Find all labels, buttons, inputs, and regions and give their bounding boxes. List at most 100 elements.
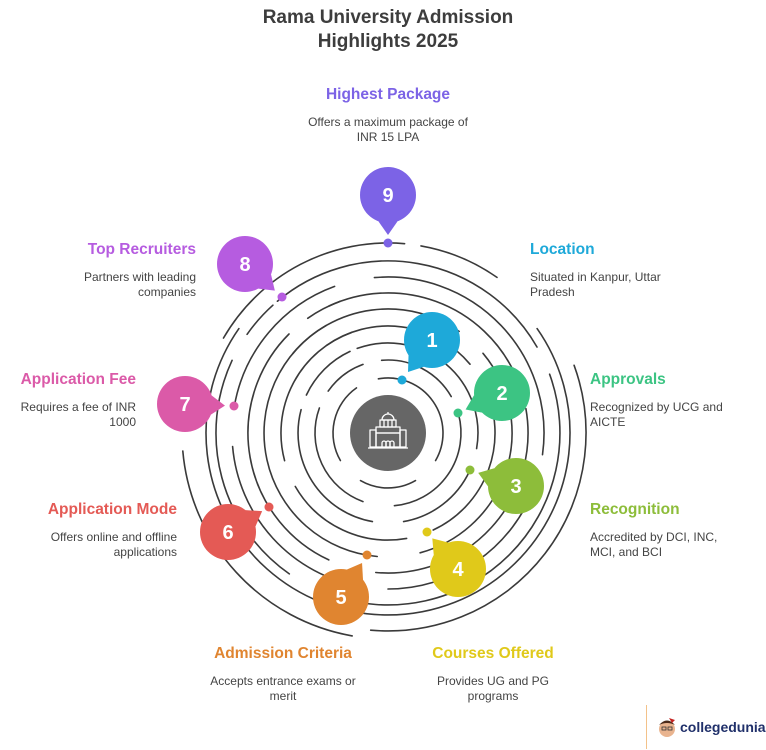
- marker-7: 7: [157, 376, 239, 432]
- label-title: Admission Criteria: [214, 645, 352, 662]
- label-description: Recognized by UCG and AICTE: [590, 400, 723, 429]
- rings: [182, 242, 587, 637]
- ring-arc: [222, 242, 406, 339]
- ring-arc: [375, 407, 529, 574]
- bubble-number: 2: [496, 383, 507, 405]
- ring-dot: [422, 527, 432, 537]
- bubble-tail: [465, 395, 483, 413]
- number-bubble: [200, 504, 256, 560]
- page-title: Rama University Admission Highlights 202…: [0, 6, 766, 54]
- label-title: Application Fee: [20, 371, 136, 388]
- marker-5: 5: [313, 550, 372, 625]
- label-description: Offers online and offline applications: [50, 530, 177, 559]
- ring-arc: [359, 479, 417, 489]
- bubble-number: 8: [239, 254, 250, 276]
- label-description: Accepts entrance exams or merit: [210, 674, 356, 703]
- marker-6: 6: [200, 502, 274, 560]
- bubble-number: 3: [510, 476, 521, 498]
- number-bubble: [157, 376, 213, 432]
- marker-3: 3: [465, 458, 544, 514]
- logo-text: collegedunia: [680, 719, 766, 735]
- bubble-tail: [245, 510, 263, 527]
- label-title: Top Recruiters: [87, 241, 196, 258]
- ring-arc: [380, 359, 452, 398]
- marker-8: 8: [217, 236, 287, 302]
- number-bubble: [313, 569, 369, 625]
- ring-arc: [327, 363, 364, 392]
- ring-dot: [277, 292, 287, 302]
- marker-9: 9: [360, 167, 416, 248]
- ring-arc: [294, 485, 408, 541]
- collegedunia-logo[interactable]: collegedunia: [646, 705, 766, 749]
- ring-arc: [205, 327, 571, 616]
- ring-dot: [397, 375, 407, 385]
- university-building-icon: [368, 412, 408, 449]
- bubble-number: 6: [222, 522, 233, 544]
- ring-arc: [233, 285, 336, 407]
- ring-arc: [328, 373, 561, 606]
- title-line-1: Rama University Admission: [262, 7, 514, 28]
- ring-dot: [383, 238, 393, 248]
- label-description: Partners with leading companies: [83, 270, 196, 299]
- title-line-2: Highlights 2025: [317, 31, 459, 52]
- ring-arc: [328, 292, 516, 375]
- label-description: Requires a fee of INR 1000: [20, 400, 136, 429]
- ring-arc: [280, 331, 353, 462]
- ring-dot: [465, 465, 475, 475]
- bubble-tail: [432, 538, 449, 556]
- bubble-number: 4: [452, 559, 464, 581]
- ring-arc: [314, 407, 364, 503]
- center-hub: [350, 395, 426, 471]
- ring-arc: [276, 260, 538, 348]
- ring-arc: [393, 413, 462, 507]
- ring-dot: [362, 550, 372, 560]
- ring-arc: [377, 377, 444, 462]
- ring-arc: [332, 387, 358, 462]
- ring-dot: [453, 408, 463, 418]
- label-title: Approvals: [590, 371, 666, 388]
- label-description: Offers a maximum package of INR 15 LPA: [308, 115, 468, 144]
- label-title: Highest Package: [325, 86, 451, 103]
- bubble-number: 7: [179, 394, 190, 416]
- number-bubble: [488, 458, 544, 514]
- number-bubble: [404, 312, 460, 368]
- ring-arc: [247, 333, 330, 561]
- bubble-tail: [478, 468, 495, 487]
- label-title: Application Mode: [47, 501, 177, 518]
- bubble-number: 9: [382, 185, 393, 207]
- ring-arc: [420, 245, 498, 279]
- label-title: Courses Offered: [432, 645, 554, 662]
- ring-arc: [263, 324, 378, 558]
- ring-arc: [246, 304, 274, 336]
- ring-arc: [182, 450, 353, 637]
- number-bubble: [474, 365, 530, 421]
- label-description: Accredited by DCI, INC, MCI, and BCI: [590, 530, 718, 559]
- ring-arc: [297, 408, 374, 523]
- number-bubble: [430, 541, 486, 597]
- student-mascot-icon: [659, 718, 675, 737]
- marker-2: 2: [453, 365, 530, 421]
- ring-arc: [402, 470, 471, 523]
- ring-arc: [369, 364, 587, 632]
- bubble-tail: [210, 395, 225, 415]
- label-description: Situated in Kanpur, Uttar Pradesh: [530, 270, 661, 299]
- number-bubble: [217, 236, 273, 292]
- number-bubble: [360, 167, 416, 223]
- label-title: Location: [530, 241, 595, 258]
- ring-arc: [373, 276, 545, 456]
- ring-arc: [305, 350, 351, 396]
- ring-arc: [306, 300, 341, 320]
- ring-dot: [264, 502, 274, 512]
- ring-arc: [215, 359, 291, 575]
- ring-dot: [229, 401, 239, 411]
